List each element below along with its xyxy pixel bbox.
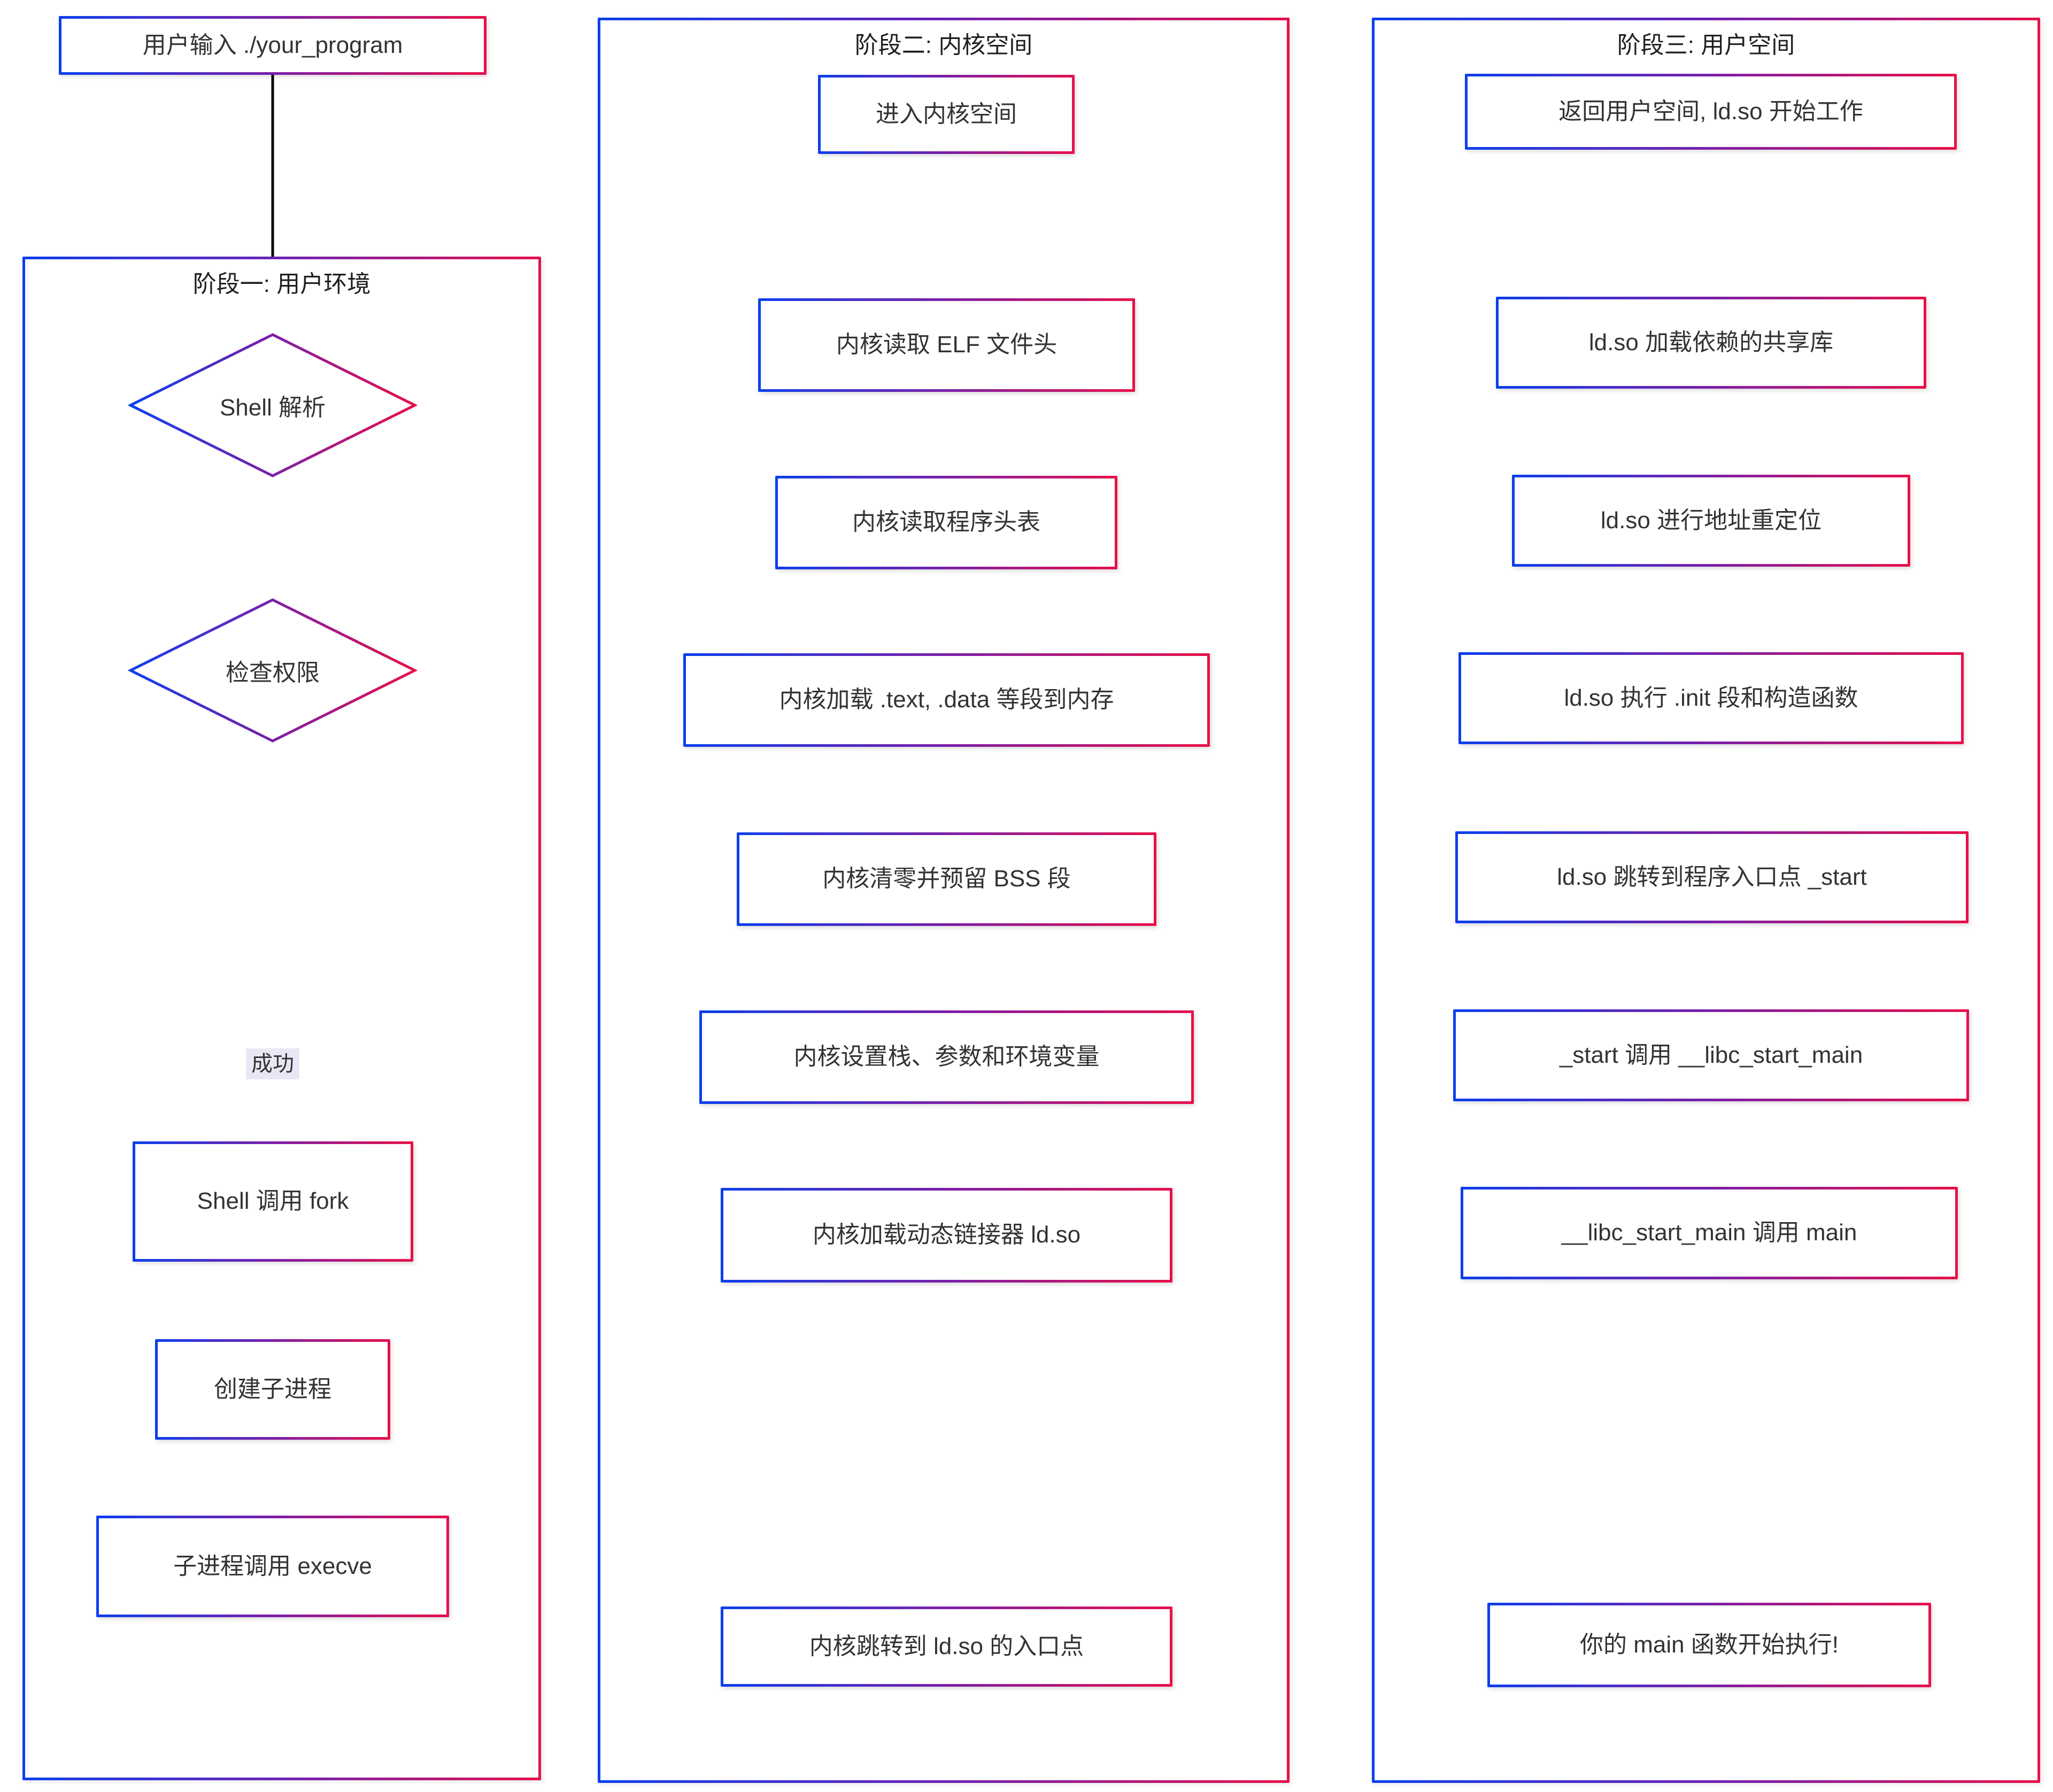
diamond-shape: [128, 333, 417, 477]
node-label: 内核加载动态链接器 ld.so: [812, 1222, 1081, 1248]
node-back-user[interactable]: 返回用户空间, ld.so 开始工作: [1465, 74, 1957, 150]
node-label: 进入内核空间: [876, 101, 1017, 127]
node-create-child[interactable]: 创建子进程: [155, 1339, 390, 1440]
node-main-runs[interactable]: 你的 main 函数开始执行!: [1487, 1603, 1931, 1687]
node-label: 用户输入 ./your_program: [142, 32, 403, 58]
node-label: Shell 调用 fork: [197, 1188, 349, 1215]
subgraph-title-phase-2: 阶段二: 内核空间: [854, 32, 1033, 58]
node-label: 创建子进程: [214, 1376, 331, 1402]
node-relocate[interactable]: ld.so 进行地址重定位: [1512, 475, 1910, 567]
node-run-init[interactable]: ld.so 执行 .init 段和构造函数: [1458, 652, 1964, 744]
subgraph-title-phase-3: 阶段三: 用户空间: [1617, 32, 1795, 58]
node-label: ld.so 执行 .init 段和构造函数: [1564, 684, 1858, 711]
node-call-libc[interactable]: _start 调用 __libc_start_main: [1453, 1009, 1969, 1101]
node-libc-call-main[interactable]: __libc_start_main 调用 main: [1461, 1187, 1958, 1279]
node-label: 内核设置栈、参数和环境变量: [793, 1044, 1100, 1070]
node-label: 返回用户空间, ld.so 开始工作: [1558, 98, 1863, 125]
node-setup-stack[interactable]: 内核设置栈、参数和环境变量: [699, 1010, 1194, 1104]
node-label: __libc_start_main 调用 main: [1561, 1219, 1857, 1246]
node-label: 内核读取 ELF 文件头: [836, 331, 1058, 358]
node-label: 你的 main 函数开始执行!: [1579, 1631, 1839, 1658]
node-load-segments[interactable]: 内核加载 .text, .data 等段到内存: [683, 653, 1210, 747]
node-shell-parse[interactable]: Shell 解析: [128, 333, 417, 478]
node-jump-ldso[interactable]: 内核跳转到 ld.so 的入口点: [721, 1606, 1172, 1687]
node-child-execve[interactable]: 子进程调用 execve: [96, 1516, 449, 1617]
node-load-libs[interactable]: ld.so 加载依赖的共享库: [1496, 297, 1926, 389]
diamond-shape: [128, 598, 417, 743]
node-jump-start[interactable]: ld.so 跳转到程序入口点 _start: [1455, 831, 1969, 923]
node-check-perm[interactable]: 检查权限: [128, 598, 417, 743]
subgraph-title-phase-1: 阶段一: 用户环境: [192, 271, 371, 297]
node-enter-kernel[interactable]: 进入内核空间: [818, 75, 1075, 154]
node-label: ld.so 跳转到程序入口点 _start: [1557, 863, 1867, 890]
node-label: _start 调用 __libc_start_main: [1559, 1041, 1863, 1068]
node-label: 内核跳转到 ld.so 的入口点: [809, 1633, 1084, 1659]
node-read-phdr[interactable]: 内核读取程序头表: [775, 476, 1117, 569]
node-shell-fork[interactable]: Shell 调用 fork: [133, 1141, 413, 1262]
node-label: Shell 解析: [219, 395, 326, 421]
node-load-ldso[interactable]: 内核加载动态链接器 ld.so: [721, 1188, 1172, 1283]
node-zero-bss[interactable]: 内核清零并预留 BSS 段: [737, 832, 1156, 926]
node-label: 子进程调用 execve: [173, 1552, 372, 1579]
node-label: 内核清零并预留 BSS 段: [822, 866, 1071, 892]
node-label: ld.so 加载依赖的共享库: [1588, 329, 1834, 356]
node-label: ld.so 进行地址重定位: [1600, 507, 1822, 534]
node-start[interactable]: 用户输入 ./your_program: [59, 16, 487, 75]
node-label: 内核读取程序头表: [852, 509, 1040, 536]
node-label: 内核加载 .text, .data 等段到内存: [779, 686, 1114, 713]
node-read-elf[interactable]: 内核读取 ELF 文件头: [758, 298, 1135, 392]
edge-label-perm-success: 成功: [246, 1048, 299, 1079]
node-label: 检查权限: [226, 660, 320, 686]
